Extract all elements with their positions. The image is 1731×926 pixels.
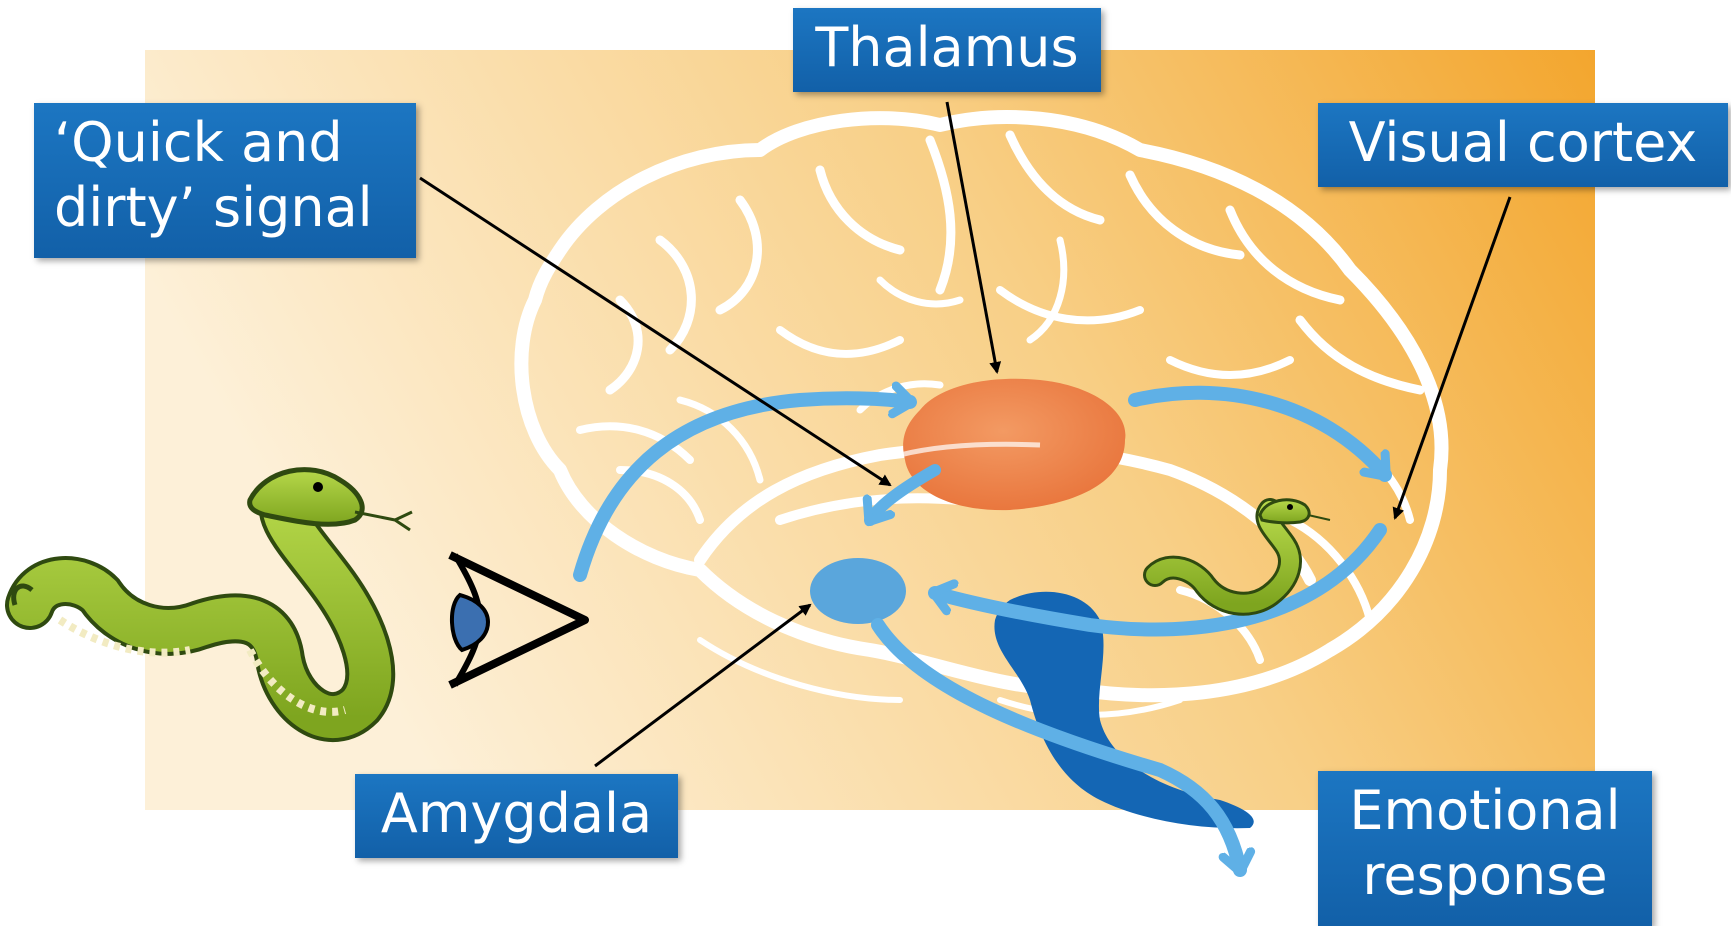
- thalamus-label: Thalamus: [793, 8, 1101, 92]
- quick-and-dirty-signal-label: ‘Quick and dirty’ signal: [34, 103, 416, 258]
- visual-cortex-label: Visual cortex: [1318, 103, 1728, 187]
- amygdala-region: [810, 558, 906, 624]
- amygdala-label: Amygdala: [355, 774, 678, 858]
- emotional-response-label: Emotional response: [1318, 771, 1652, 926]
